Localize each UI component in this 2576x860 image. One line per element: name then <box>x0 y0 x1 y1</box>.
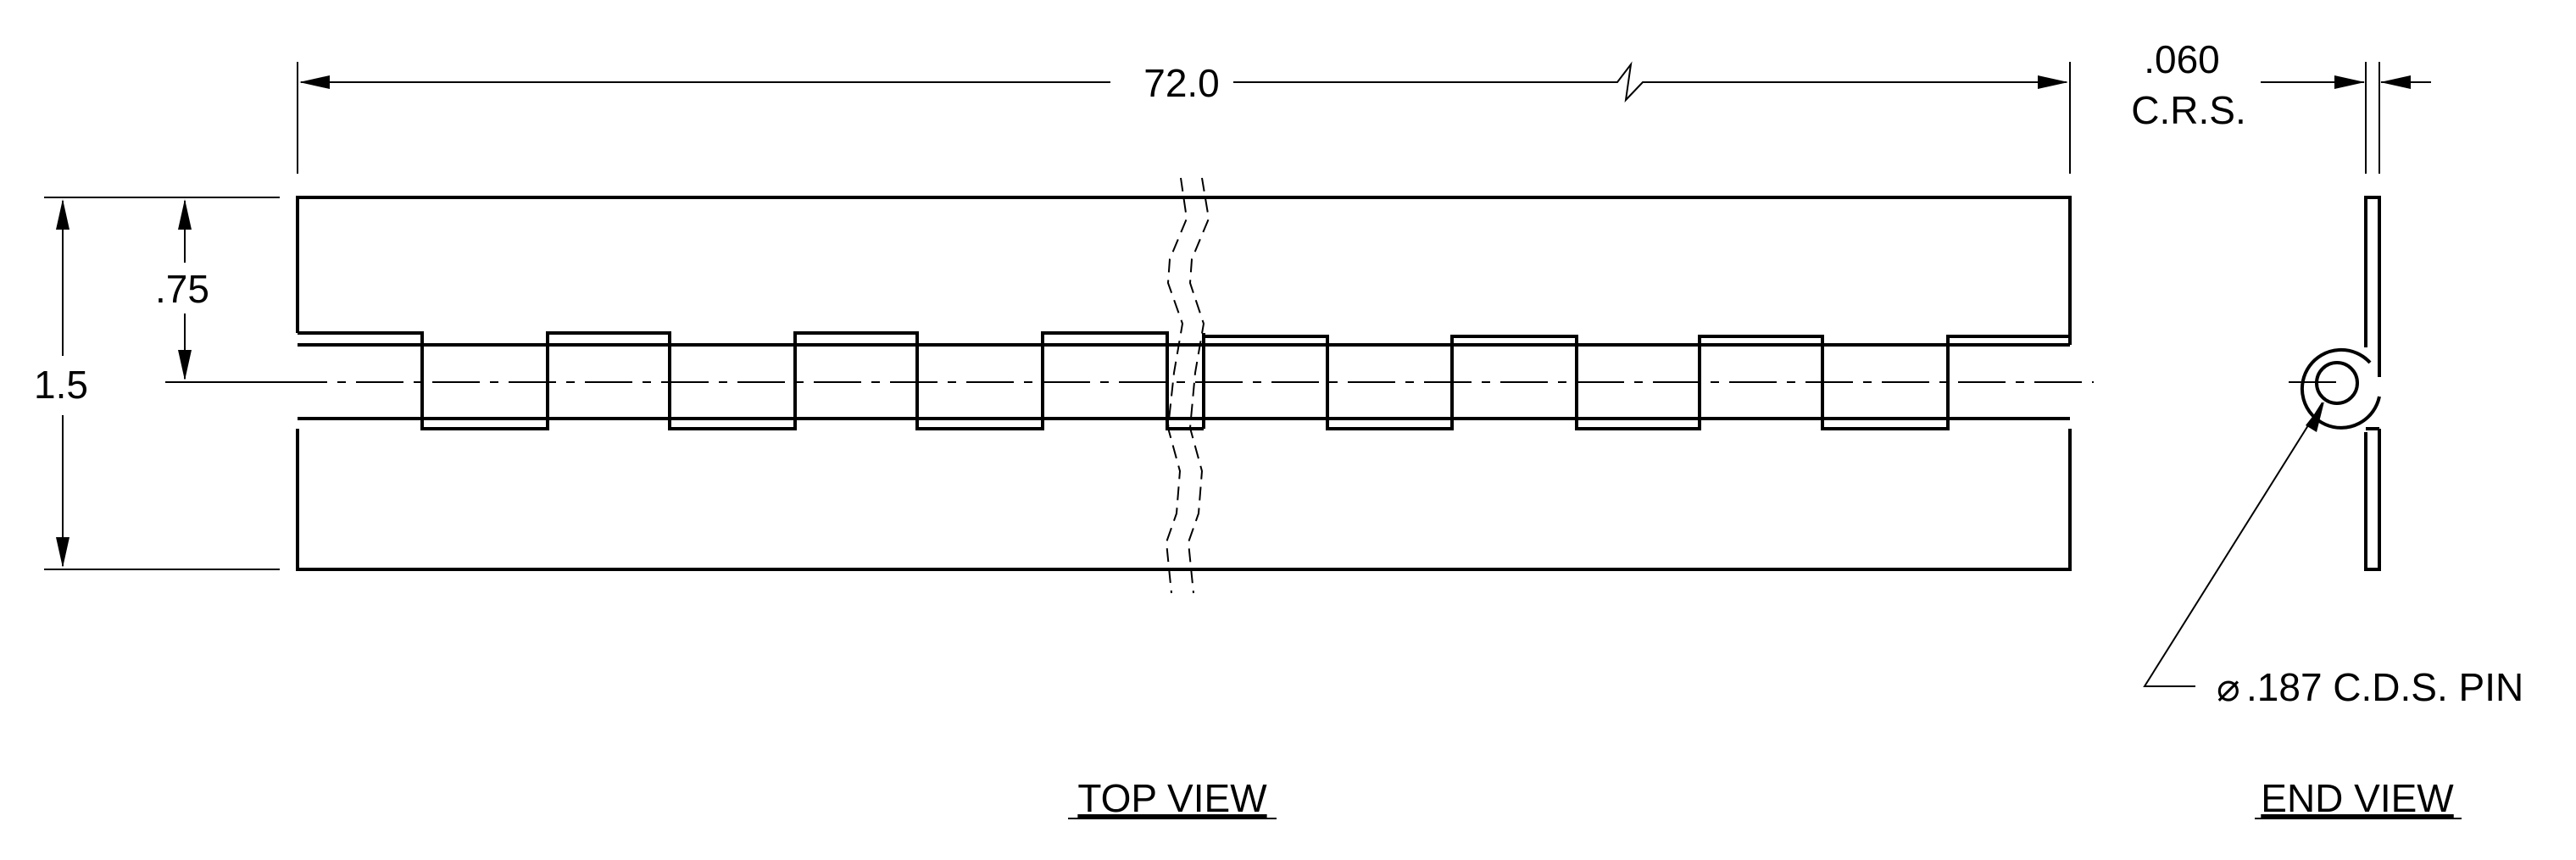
dimensions: 72.0 1.5 .75 .060 C.R.S. <box>34 37 2431 570</box>
dimension-thickness-material: C.R.S. <box>2131 88 2245 132</box>
arrowhead <box>56 199 70 230</box>
end-view-title: END VIEW <box>2261 776 2454 820</box>
dimension-overall-width: 1.5 <box>34 363 88 407</box>
end-view-leaf-upper <box>2364 196 2381 377</box>
break-line-left <box>1165 177 1188 594</box>
knuckle-outline <box>298 331 2070 430</box>
hinge-leaf-bottom-outline <box>296 429 2072 571</box>
arrowhead <box>2306 402 2324 432</box>
dimension-line-length-right <box>1233 61 2067 103</box>
dimension-thickness-value: .060 <box>2144 37 2220 81</box>
pin-diameter-symbol: ⌀ <box>2217 665 2240 709</box>
end-view-leaf-lower <box>2364 429 2381 571</box>
break-line-right <box>1187 177 1210 594</box>
arrowhead <box>2380 75 2411 89</box>
end-view: ⌀ .187 C.D.S. PIN <box>2143 196 2523 709</box>
pin-callout: .187 C.D.S. PIN <box>2246 665 2523 709</box>
top-view <box>280 177 2094 594</box>
dimension-half-width: .75 <box>155 267 209 311</box>
dimension-overall-length: 72.0 <box>1143 61 1220 105</box>
arrowhead <box>56 537 70 568</box>
arrowhead <box>2334 75 2365 89</box>
arrowhead <box>299 75 330 89</box>
arrowhead <box>2038 75 2068 89</box>
end-view-knuckle <box>2300 347 2381 430</box>
arrowhead <box>178 350 192 380</box>
arrowhead <box>178 199 192 230</box>
pin-leader-line <box>2143 402 2323 687</box>
hinge-leaf-top-outline <box>296 196 2072 345</box>
top-view-title: TOP VIEW <box>1077 776 1267 820</box>
